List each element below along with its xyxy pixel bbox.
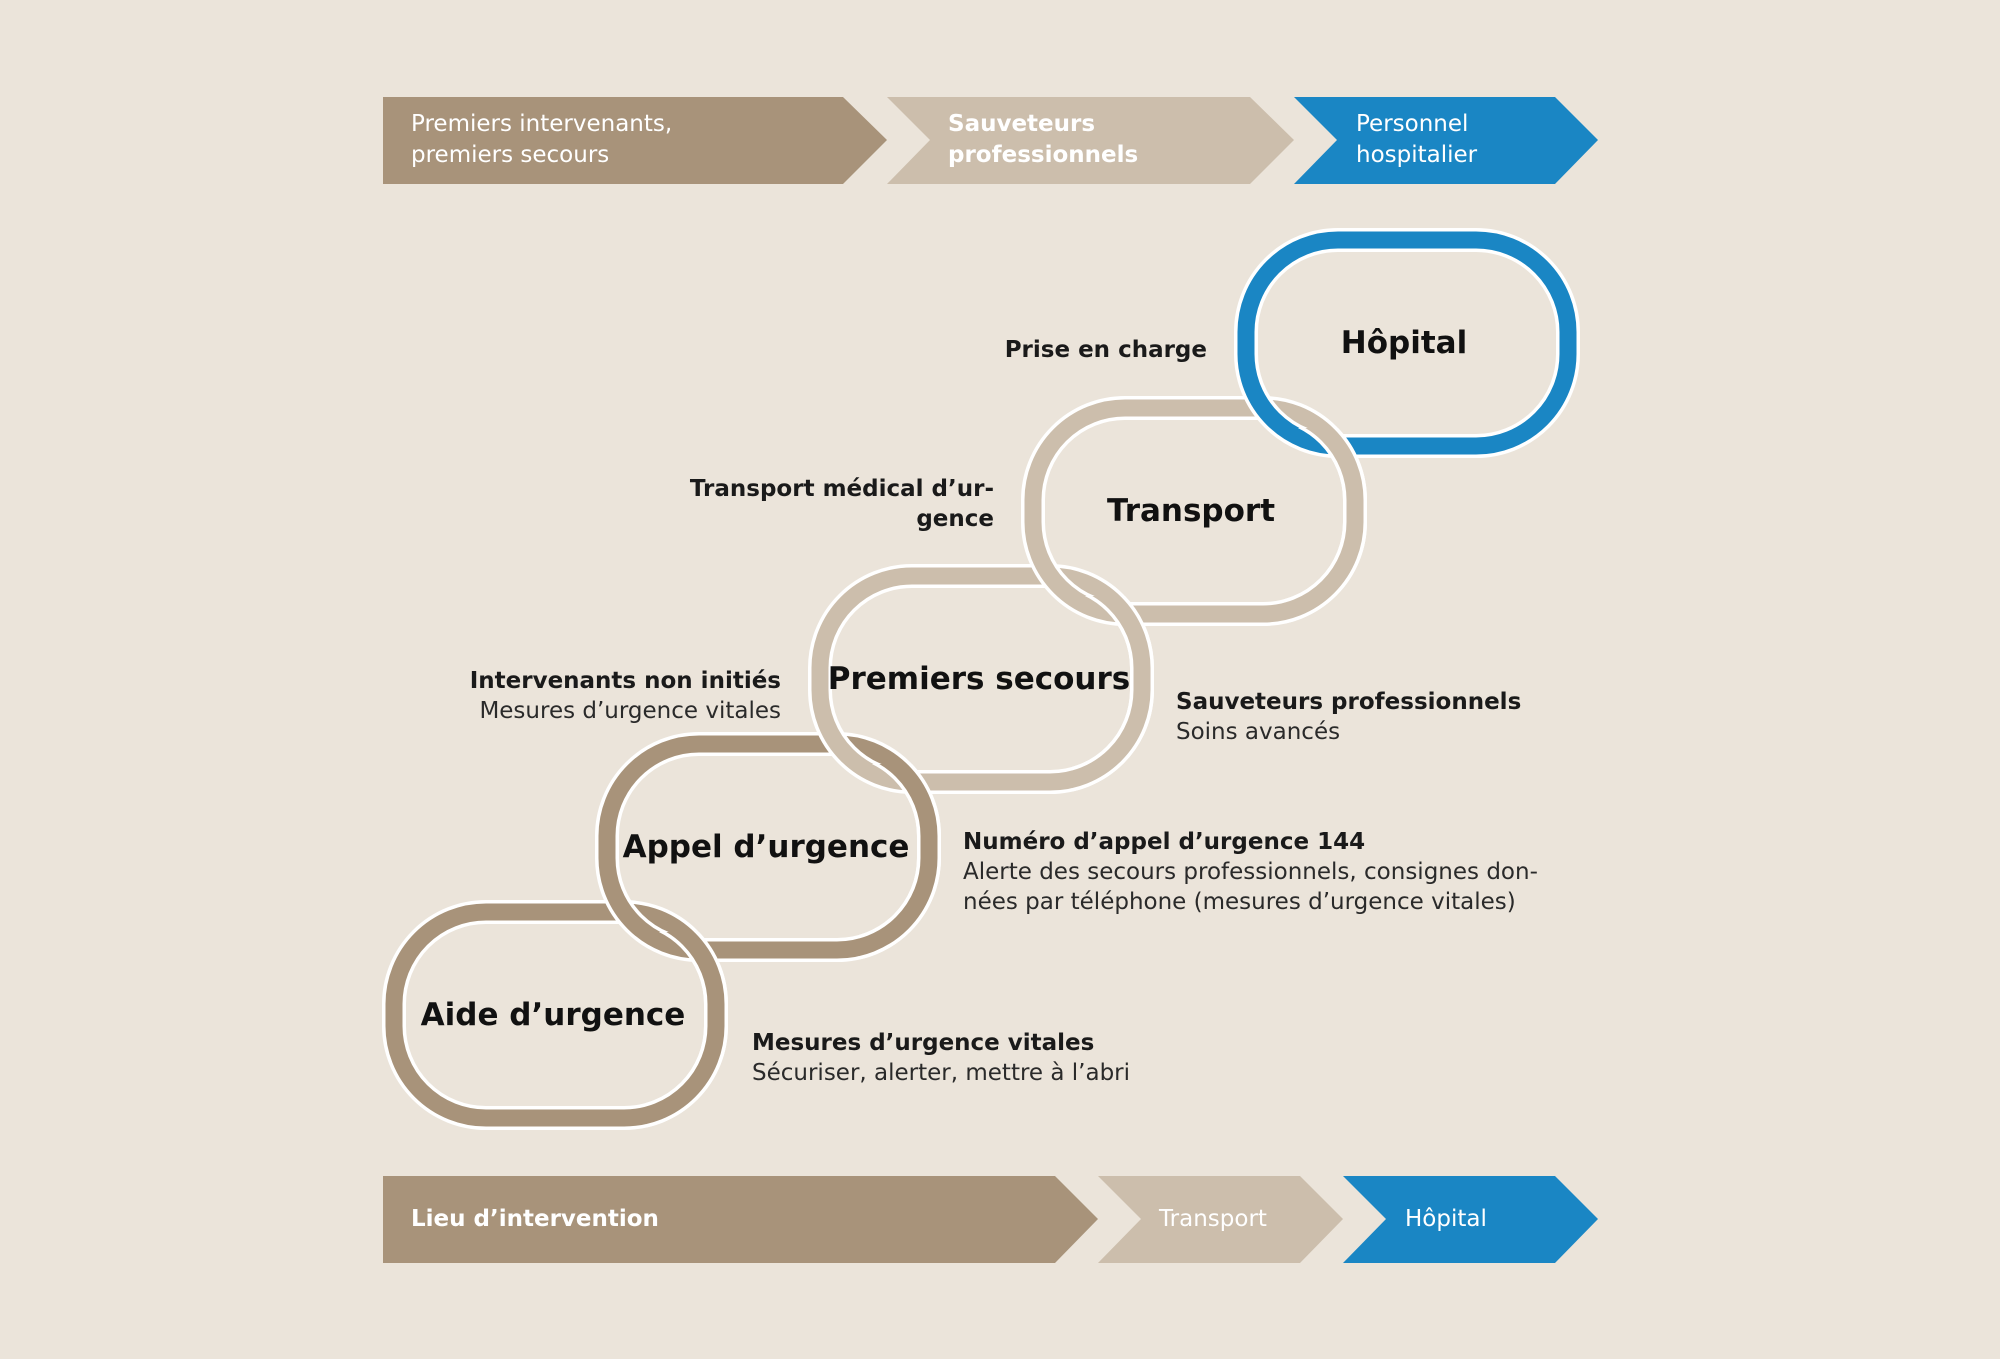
chain-node-label-transport: Transport bbox=[1106, 493, 1276, 529]
chain-node-label-emergency-aid: Aide d’urgence bbox=[420, 997, 686, 1033]
annotation-medical-transport: Transport médical d’ur- gence bbox=[690, 474, 994, 534]
bottom-arrow-intervention-site bbox=[383, 1176, 1098, 1263]
annotation-professional-rescuers-subtitle: Soins avancés bbox=[1176, 719, 1341, 745]
chain-link-emergency-call-overlap bbox=[859, 764, 941, 960]
chain-link-first-aid-overlap bbox=[1072, 596, 1154, 792]
top-arrow-label-first-responders: Premiers intervenants, premiers secours bbox=[411, 111, 673, 168]
bottom-arrow-label-intervention-site: Lieu d’intervention bbox=[411, 1206, 659, 1232]
annotation-medical-transport-title: Transport médical d’ur- gence bbox=[689, 476, 994, 532]
bottom-arrow-label-transport: Transport bbox=[1159, 1206, 1267, 1232]
chain-link-emergency-aid-overlap bbox=[646, 932, 728, 1128]
chain-link-transport-overlap bbox=[1285, 428, 1367, 624]
annotation-untrained-responders: Intervenants non initiés Mesures d’urgen… bbox=[470, 666, 781, 726]
annotation-untrained-responders-title: Intervenants non initiés bbox=[469, 668, 781, 694]
annotation-professional-rescuers: Sauveteurs professionnels Soins avancés bbox=[1176, 687, 1521, 747]
bottom-arrow-hospital bbox=[1343, 1176, 1598, 1263]
annotation-professional-rescuers-title: Sauveteurs professionnels bbox=[1176, 689, 1522, 715]
annotation-care-handover-title: Prise en charge bbox=[1004, 337, 1207, 363]
bottom-arrow-label-hospital: Hôpital bbox=[1405, 1206, 1487, 1232]
annotation-emergency-number: Numéro d’appel d’urgence 144 Alerte des … bbox=[963, 827, 1538, 917]
bottom-arrow-transport bbox=[1098, 1176, 1343, 1263]
top-arrow-professional-rescuers bbox=[887, 97, 1294, 184]
chain-link-hospital bbox=[1234, 228, 1580, 458]
annotation-vital-measures-title: Mesures d’urgence vitales bbox=[752, 1030, 1095, 1056]
annotation-emergency-number-title: Numéro d’appel d’urgence 144 bbox=[963, 829, 1366, 855]
top-arrow-label-hospital-staff: Personnel hospitalier bbox=[1356, 111, 1478, 168]
chain-node-label-emergency-call: Appel d’urgence bbox=[622, 829, 910, 865]
top-arrow-first-responders bbox=[383, 97, 887, 184]
top-arrow-label-professional-rescuers: Sauveteurs professionnels bbox=[948, 111, 1139, 168]
top-phase-bar bbox=[383, 97, 1598, 184]
annotation-emergency-number-subtitle: Alerte des secours professionnels, consi… bbox=[963, 859, 1538, 915]
annotation-vital-measures: Mesures d’urgence vitales Sécuriser, ale… bbox=[752, 1028, 1130, 1088]
top-arrow-hospital-staff bbox=[1294, 97, 1598, 184]
chain-node-label-hospital: Hôpital bbox=[1340, 325, 1468, 361]
chain-node-label-first-aid: Premiers secours bbox=[827, 661, 1131, 697]
chain-links bbox=[382, 228, 1580, 1130]
bottom-location-bar bbox=[383, 1176, 1598, 1263]
annotation-care-handover: Prise en charge bbox=[1005, 335, 1207, 365]
annotation-vital-measures-subtitle: Sécuriser, alerter, mettre à l’abri bbox=[752, 1060, 1131, 1086]
annotation-untrained-responders-subtitle: Mesures d’urgence vitales bbox=[479, 698, 781, 724]
